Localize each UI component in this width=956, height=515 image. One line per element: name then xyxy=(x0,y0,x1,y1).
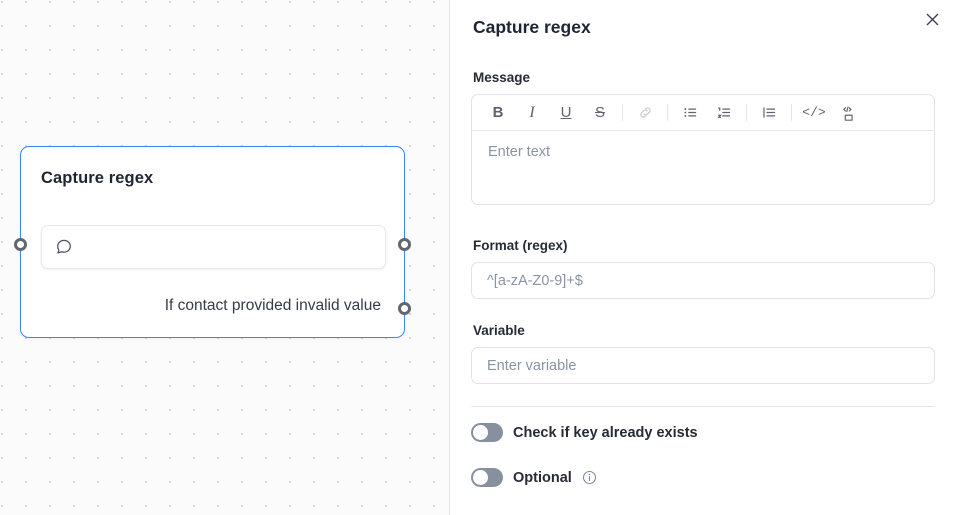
output-port[interactable] xyxy=(398,238,411,251)
italic-button[interactable]: I xyxy=(529,103,535,121)
panel-title: Capture regex xyxy=(473,17,591,37)
editor-toolbar: B I U S xyxy=(472,95,934,131)
node-branch-label: If contact provided invalid value xyxy=(164,297,381,314)
variable-input[interactable] xyxy=(471,347,935,384)
optional-label: Optional xyxy=(513,469,572,486)
indent-icon[interactable] xyxy=(752,98,786,128)
toolbar-separator xyxy=(746,104,747,121)
toolbar-separator xyxy=(791,104,792,121)
format-label: Format (regex) xyxy=(473,238,568,253)
check-key-exists-row: Check if key already exists xyxy=(471,423,698,442)
link-icon[interactable] xyxy=(628,98,662,128)
node-title: Capture regex xyxy=(41,169,154,187)
variable-label: Variable xyxy=(473,323,525,338)
insert-variable-icon[interactable] xyxy=(831,98,865,128)
check-key-exists-toggle[interactable] xyxy=(471,423,503,442)
toggle-knob xyxy=(473,470,488,485)
info-icon[interactable] xyxy=(582,470,597,485)
branch-output-port[interactable] xyxy=(398,302,411,315)
section-divider xyxy=(471,406,935,407)
toolbar-separator xyxy=(622,104,623,121)
toggle-knob xyxy=(473,425,488,440)
underline-button[interactable]: U xyxy=(560,104,572,121)
node-card-capture-regex[interactable]: Capture regex If contact provided invali… xyxy=(20,146,405,338)
message-editor-body[interactable]: Enter text xyxy=(488,144,551,160)
flow-canvas[interactable]: Capture regex If contact provided invali… xyxy=(0,0,450,515)
speech-bubble-icon xyxy=(55,238,73,256)
variable-field-group: Variable xyxy=(471,323,935,384)
bulleted-list-icon[interactable] xyxy=(673,98,707,128)
message-label: Message xyxy=(473,70,531,85)
toolbar-separator xyxy=(667,104,668,121)
numbered-list-icon[interactable] xyxy=(707,98,741,128)
close-panel-button[interactable] xyxy=(919,6,945,32)
bold-button[interactable]: B xyxy=(492,104,504,121)
close-icon xyxy=(925,12,940,27)
optional-toggle[interactable] xyxy=(471,468,503,487)
optional-row: Optional xyxy=(471,468,597,487)
node-settings-panel: Capture regex Message B I U S xyxy=(450,0,956,515)
check-key-exists-label: Check if key already exists xyxy=(513,424,698,441)
message-rich-text-editor[interactable]: B I U S xyxy=(471,94,935,205)
input-port[interactable] xyxy=(14,238,27,251)
format-regex-input[interactable] xyxy=(471,262,935,299)
strikethrough-button[interactable]: S xyxy=(594,104,605,121)
format-field-group: Format (regex) xyxy=(471,238,935,299)
message-field-group: Message B I U S xyxy=(471,70,935,205)
code-icon[interactable]: </> xyxy=(802,105,826,120)
node-message-box[interactable] xyxy=(41,225,386,269)
